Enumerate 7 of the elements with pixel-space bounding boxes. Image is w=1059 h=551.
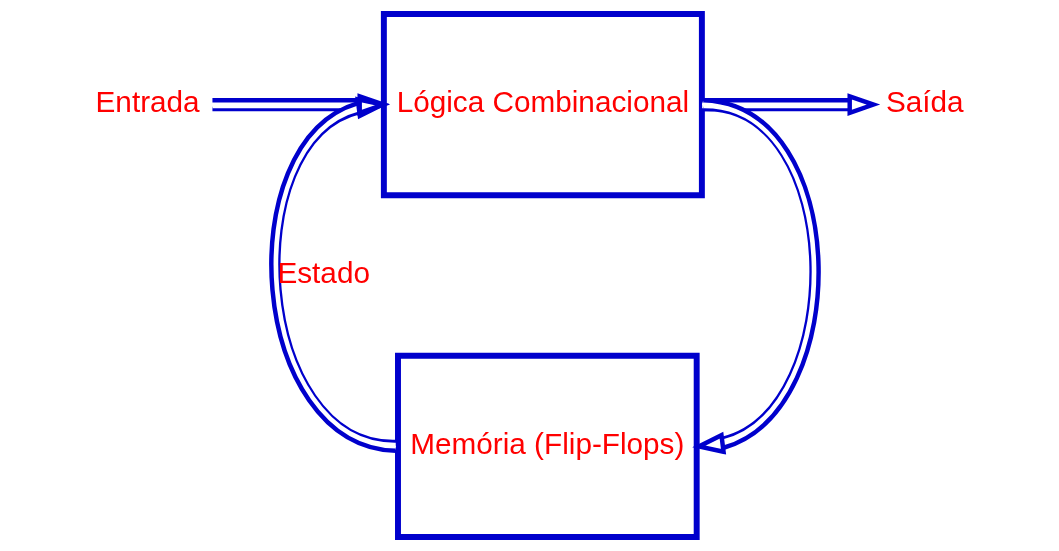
arrow xyxy=(702,93,881,117)
arrow xyxy=(269,96,397,454)
arrow xyxy=(212,93,391,117)
node-box: Memória (Flip-Flops) xyxy=(395,352,700,540)
node-text: Entrada xyxy=(95,85,200,119)
node-text: Saída xyxy=(885,85,964,119)
node-box: Lógica Combinacional xyxy=(380,11,705,199)
